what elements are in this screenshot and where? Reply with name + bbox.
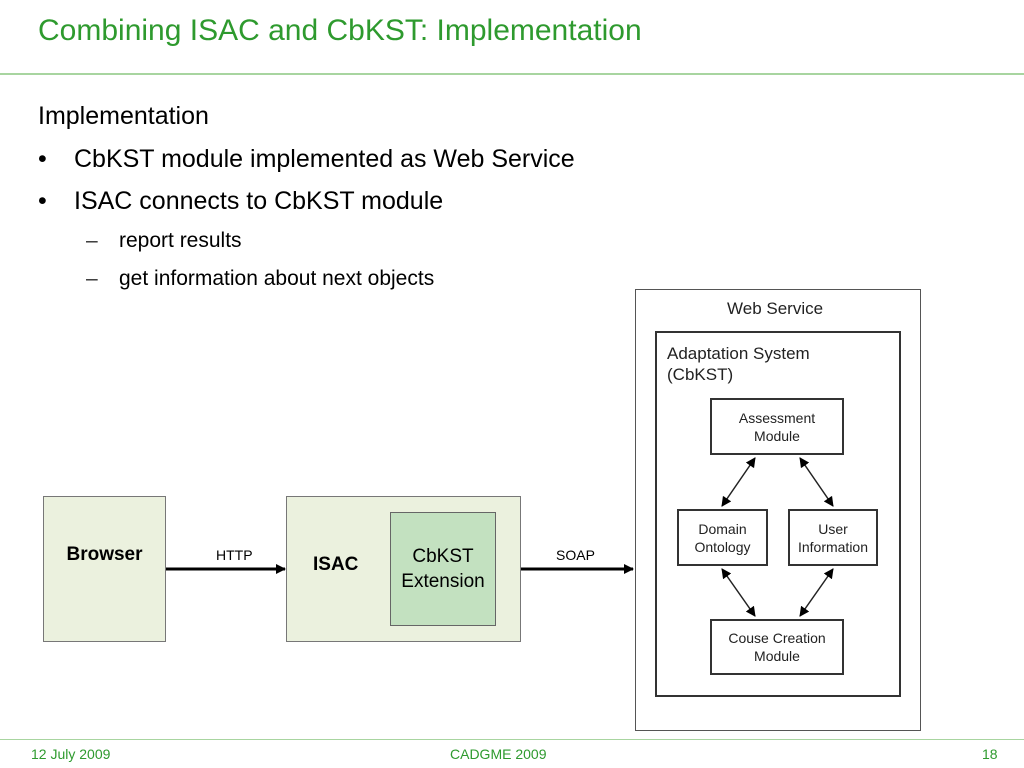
module-label-line: Domain: [698, 520, 747, 537]
sub-bullet-text: get information about next objects: [119, 267, 435, 290]
browser-box: Browser: [43, 496, 166, 642]
assessment-user-arrow: [799, 457, 834, 507]
domain-ontology-box: Domain Ontology: [677, 509, 768, 566]
sub-bullet-text: report results: [119, 229, 242, 252]
module-label-line: Assessment: [738, 409, 816, 426]
section-heading: Implementation: [38, 102, 209, 130]
footer-date: 12 July 2009: [31, 746, 111, 762]
sub-bullet-item: –report results: [86, 229, 242, 253]
footer-divider: [0, 739, 1024, 740]
browser-label: Browser: [66, 544, 143, 565]
isac-label: ISAC: [313, 554, 359, 575]
module-label-line: Module: [754, 648, 800, 664]
bullet-dot-icon: •: [38, 145, 47, 173]
bullet-dot-icon: •: [38, 187, 47, 215]
adaptation-system-label: Adaptation System (CbKST): [667, 343, 810, 385]
module-label-line: Information: [797, 538, 869, 555]
user-information-box: User Information: [788, 509, 878, 566]
extension-label-line: CbKST: [412, 546, 474, 567]
assessment-module-box: Assessment Module: [710, 398, 844, 455]
soap-label: SOAP: [556, 547, 595, 563]
bullet-text: ISAC connects to CbKST module: [74, 187, 444, 215]
adaptation-system-line: (CbKST): [667, 365, 734, 384]
bullet-item: • CbKST module implemented as Web Service: [38, 145, 575, 174]
module-label-line: User: [818, 520, 848, 537]
footer-event: CADGME 2009: [450, 746, 547, 762]
domain-course-arrow: [721, 568, 756, 617]
sub-bullet-item: –get information about next objects: [86, 267, 434, 291]
module-label-line: Ontology: [694, 538, 751, 555]
dash-icon: –: [86, 229, 98, 252]
module-label-line: Module: [754, 427, 800, 444]
user-course-arrow: [799, 568, 834, 617]
footer-page-number: 18: [982, 746, 998, 762]
cbkst-extension-box: CbKST Extension: [390, 512, 496, 626]
http-label: HTTP: [216, 547, 253, 563]
title-divider: [0, 73, 1024, 75]
dash-icon: –: [86, 267, 98, 290]
extension-label-line: Extension: [401, 571, 485, 592]
bullet-text: CbKST module implemented as Web Service: [74, 145, 575, 173]
adaptation-system-line: Adaptation System: [667, 344, 810, 363]
slide-title: Combining ISAC and CbKST: Implementation: [38, 14, 642, 47]
module-label-line: Couse Creation: [728, 630, 826, 646]
assessment-domain-arrow: [721, 457, 756, 507]
course-creation-module-box: Couse Creation Module: [710, 619, 844, 675]
bullet-item: • ISAC connects to CbKST module: [38, 187, 443, 216]
web-service-label: Web Service: [727, 299, 824, 318]
